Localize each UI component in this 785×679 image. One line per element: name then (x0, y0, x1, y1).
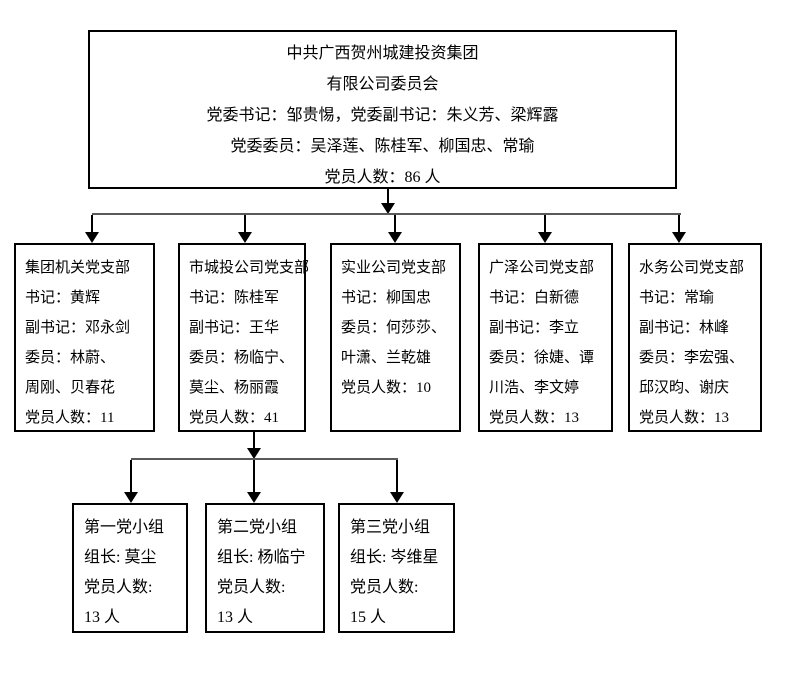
connector-drop-branch-2 (244, 215, 246, 233)
connector-root-stem-line (387, 189, 389, 204)
connector-branches-bus-line (92, 213, 681, 215)
branch-box-guangze: 广泽公司党支部 书记：白新德 副书记：李立 委员：徐婕、谭 川浩、李文婷 党员人… (478, 243, 613, 432)
arrowhead-down-icon (85, 232, 99, 243)
branch-secretary: 书记：常瑜 (639, 290, 715, 306)
branch-members-2: 莫尘、杨丽霞 (189, 380, 280, 396)
group-title: 第二党小组 (217, 519, 298, 536)
group-box-second: 第二党小组 组长: 杨临宁 党员人数: 13 人 (205, 503, 325, 633)
branch-members-1: 委员：林蔚、 (25, 350, 116, 366)
branch-title: 集团机关党支部 (25, 260, 131, 276)
root-secretary-line: 党委书记：邹贵惕，党委副书记：朱义芳、梁辉露 (206, 107, 559, 124)
branch-member-count: 党员人数：13 (639, 410, 730, 426)
branch-box-city-investment: 市城投公司党支部 书记：陈桂军 副书记：王华 委员：杨临宁、 莫尘、杨丽霞 党员… (178, 243, 310, 432)
group-member-count-value: 15 人 (350, 609, 387, 626)
group-member-count-value: 13 人 (84, 609, 121, 626)
arrowhead-down-icon (381, 203, 395, 214)
connector-drop-group-3 (396, 460, 398, 493)
branch-members-2: 周刚、贝春花 (25, 380, 116, 396)
group-title: 第三党小组 (350, 519, 431, 536)
arrowhead-down-icon (388, 232, 402, 243)
root-committee-box: 中共广西贺州城建投资集团 有限公司委员会 党委书记：邹贵惕，党委副书记：朱义芳、… (88, 30, 677, 189)
arrowhead-down-icon (238, 232, 252, 243)
branch-member-count: 党员人数：11 (25, 410, 115, 426)
group-leader: 组长: 杨临宁 (217, 549, 306, 566)
connector-drop-group-1 (130, 460, 132, 493)
group-member-count-label: 党员人数: (350, 579, 419, 596)
connector-drop-branch-1 (91, 215, 93, 233)
connector-drop-group-2 (253, 460, 255, 493)
branch-secretary: 书记：陈桂军 (189, 290, 280, 306)
branch-deputy-secretary: 副书记：李立 (489, 320, 580, 336)
branch-box-water-utility: 水务公司党支部 书记：常瑜 副书记：林峰 委员：李宏强、 邱汉昀、谢庆 党员人数… (628, 243, 762, 432)
branch-members-2: 叶潇、兰乾雄 (341, 350, 432, 366)
arrowhead-down-icon (124, 492, 138, 503)
branch-title: 广泽公司党支部 (489, 260, 595, 276)
branch-members-2: 邱汉昀、谢庆 (639, 380, 730, 396)
branch-member-count: 党员人数：10 (341, 380, 432, 396)
branch-secretary: 书记：白新德 (489, 290, 580, 306)
branch-deputy-secretary: 副书记：林峰 (639, 320, 730, 336)
group-leader: 组长: 岑维星 (350, 549, 439, 566)
arrowhead-down-icon (538, 232, 552, 243)
root-title-line-2: 有限公司委员会 (326, 76, 439, 93)
arrowhead-down-icon (390, 492, 404, 503)
branch-deputy-secretary: 副书记：邓永剑 (25, 320, 131, 336)
arrowhead-down-icon (672, 232, 686, 243)
branch-deputy-secretary: 副书记：王华 (189, 320, 280, 336)
branch-members-1: 委员：何莎莎、 (341, 320, 447, 336)
branch-member-count: 党员人数：41 (189, 410, 280, 426)
branch-box-group-office: 集团机关党支部 书记：黄辉 副书记：邓永剑 委员：林蔚、 周刚、贝春花 党员人数… (14, 243, 155, 432)
group-member-count-label: 党员人数: (217, 579, 286, 596)
connector-drop-branch-3 (394, 215, 396, 233)
root-member-count-line: 党员人数：86 人 (324, 169, 441, 186)
branch-title: 实业公司党支部 (341, 260, 447, 276)
root-title-line-1: 中共广西贺州城建投资集团 (286, 45, 479, 62)
arrowhead-down-icon (247, 492, 261, 503)
root-members-line: 党委委员：吴泽莲、陈桂军、柳国忠、常瑜 (230, 138, 535, 155)
group-title: 第一党小组 (84, 519, 165, 536)
group-leader: 组长: 莫尘 (84, 549, 157, 566)
group-member-count-label: 党员人数: (84, 579, 153, 596)
group-box-first: 第一党小组 组长: 莫尘 党员人数: 13 人 (72, 503, 188, 633)
branch-title: 水务公司党支部 (639, 260, 745, 276)
branch-members-1: 委员：徐婕、谭 (489, 350, 595, 366)
branch-box-industrial: 实业公司党支部 书记：柳国忠 委员：何莎莎、 叶潇、兰乾雄 党员人数：10 (330, 243, 461, 432)
branch-secretary: 书记：黄辉 (25, 290, 101, 306)
connector-groups-bus-line (131, 458, 398, 460)
branch-secretary: 书记：柳国忠 (341, 290, 432, 306)
connector-drop-branch-5 (678, 215, 680, 233)
branch-member-count: 党员人数：13 (489, 410, 580, 426)
group-box-third: 第三党小组 组长: 岑维星 党员人数: 15 人 (338, 503, 455, 633)
branch-members-2: 川浩、李文婷 (489, 380, 580, 396)
connector-branch2-stem-line (253, 432, 255, 448)
connector-drop-branch-4 (544, 215, 546, 233)
branch-members-1: 委员：李宏强、 (639, 350, 745, 366)
group-member-count-value: 13 人 (217, 609, 254, 626)
arrowhead-down-icon (247, 448, 261, 459)
branch-title: 市城投公司党支部 (189, 260, 310, 276)
branch-members-1: 委员：杨临宁、 (189, 350, 295, 366)
